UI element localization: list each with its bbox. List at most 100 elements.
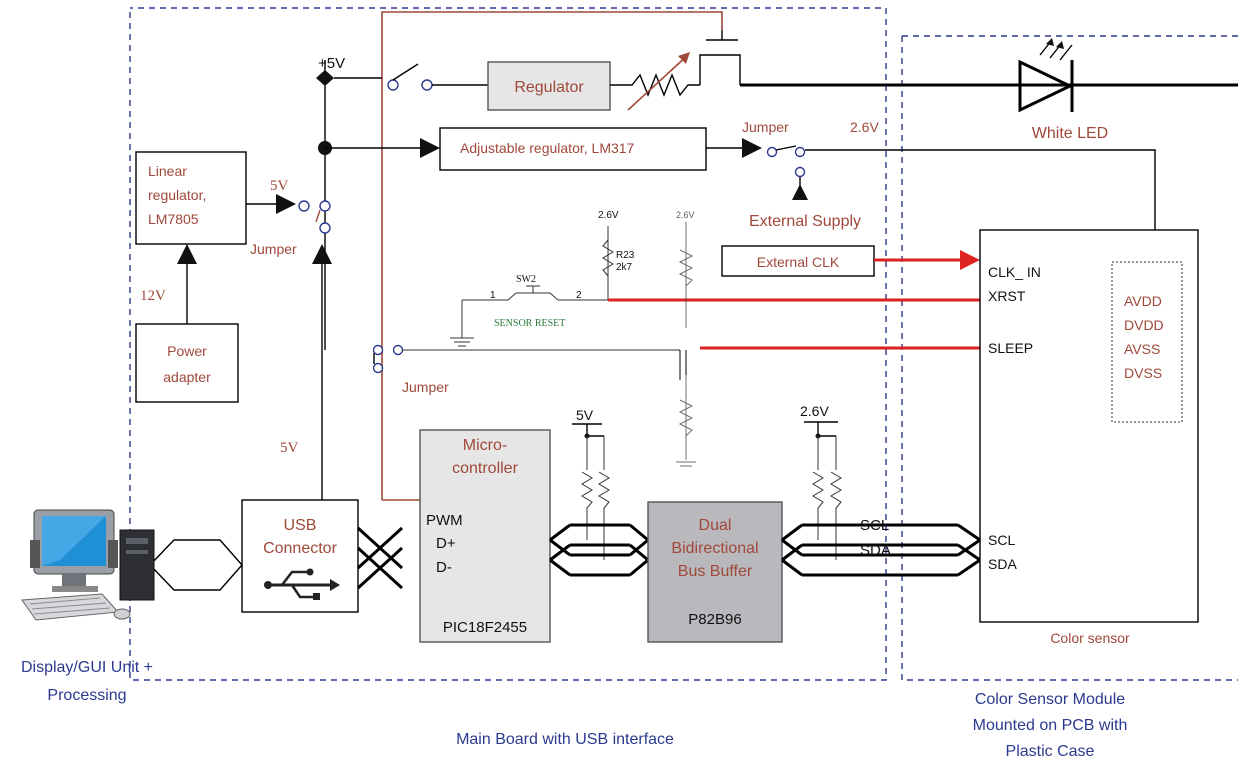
pin-dvdd: DVDD <box>1124 317 1164 333</box>
micro-label-line2: controller <box>452 460 518 477</box>
variable-resistor-arrow <box>627 54 689 111</box>
jumper2-contact-2 <box>319 200 331 212</box>
jumper-label-top: Jumper <box>742 119 789 135</box>
external-clk-label: External CLK <box>757 254 840 270</box>
variable-resistor <box>610 73 700 97</box>
pin-sda: SDA <box>988 556 1017 572</box>
power-adapter-line2: adapter <box>163 369 211 385</box>
two-six-volt-label: 2.6V <box>850 119 879 135</box>
pin-xrst: XRST <box>988 288 1026 304</box>
usb-icon <box>264 568 340 600</box>
regulator-label: Regulator <box>514 79 584 96</box>
r23-value: 2k7 <box>616 262 633 273</box>
plus-five-volt-label: +5V <box>318 55 345 72</box>
micro-pin-dminus: D- <box>436 559 452 576</box>
sensor-module-line3: Plastic Case <box>1006 743 1095 760</box>
twelve-volt-label: 12V <box>140 288 166 304</box>
pin-avss: AVSS <box>1124 341 1160 357</box>
usb-label-line1: USB <box>284 517 317 534</box>
jumper2-contact-3 <box>319 222 331 234</box>
pc-usb-bus <box>149 539 243 591</box>
display-unit-line1: Display/GUI Unit + <box>21 659 153 676</box>
sw2-label: SW2 <box>516 274 536 285</box>
sleep-jumper-1 <box>372 344 384 356</box>
twelve-volt-arrow <box>177 244 197 264</box>
adj-reg-arrow <box>420 138 440 158</box>
clk-arrow <box>960 250 980 270</box>
jumper-arrow <box>742 138 762 158</box>
variable-resistor-arrow-head <box>678 52 690 64</box>
buffer-label-line2: Bidirectional <box>671 540 758 557</box>
bus-buffer-block <box>647 501 783 643</box>
lm7805-arrow <box>276 194 296 214</box>
scl-bus-label: SCL <box>860 517 889 534</box>
usb-five-volt-arrow <box>312 244 332 264</box>
sensor-module-line2: Mounted on PCB with <box>973 717 1128 734</box>
sda-bus-label: SDA <box>860 542 891 559</box>
regulator-block <box>487 61 611 111</box>
jumper2-contact-1 <box>298 200 310 212</box>
sw2-pin2: 2 <box>576 290 582 301</box>
sensor-power-line <box>805 149 1156 240</box>
main-board-region <box>129 7 887 681</box>
jumper-label-bottom: Jumper <box>402 379 449 395</box>
switch-lever <box>392 63 419 81</box>
color-sensor-block <box>979 229 1199 623</box>
micro-part-number: PIC18F2455 <box>443 619 527 636</box>
external-supply-label: External Supply <box>749 213 861 230</box>
external-clk-block <box>721 245 875 277</box>
color-sensor-label: Color sensor <box>1050 630 1130 646</box>
linear-regulator-line3: LM7805 <box>148 211 199 227</box>
power-adapter-block <box>135 323 239 403</box>
pwm-control-line <box>381 11 723 500</box>
linear-regulator-block <box>135 151 247 245</box>
sensor-reset-label: SENSOR RESET <box>494 318 565 329</box>
reset-ground <box>450 300 474 347</box>
pin-avdd: AVDD <box>1124 293 1162 309</box>
linear-regulator-line1: Linear <box>148 163 187 179</box>
jumper-label-left: Jumper <box>250 241 297 257</box>
display-unit-line2: Processing <box>47 687 126 704</box>
switch-contact-1 <box>387 79 399 91</box>
jumper-contact-3 <box>794 166 806 178</box>
sleep-jumper-2 <box>392 344 404 356</box>
two-six-volt-small: 2.6V <box>598 210 619 221</box>
pin-sleep: SLEEP <box>988 340 1033 356</box>
power-adapter-line1: Power <box>167 343 207 359</box>
micro-pin-dplus: D+ <box>436 535 456 552</box>
buffer-sensor-bus <box>781 523 981 577</box>
pullup-resistor-scl-sensor <box>812 436 824 540</box>
micro-label-line1: Micro- <box>463 437 507 454</box>
five-volt-label-c: 5V <box>576 407 594 423</box>
pin-scl: SCL <box>988 532 1015 548</box>
two-six-volt-label-b: 2.6V <box>800 403 829 419</box>
sleep-jumper-3 <box>372 362 384 374</box>
usb-micro-bus-bottom <box>356 546 404 590</box>
five-volt-label-b: 5V <box>280 440 299 456</box>
computer-icon <box>21 509 155 621</box>
r23-label: R23 <box>616 250 635 261</box>
jumper-contact-1 <box>766 146 778 158</box>
plus5v-node <box>316 70 334 86</box>
pullup-26v-rail <box>804 421 838 437</box>
white-led-label: White LED <box>1032 125 1108 142</box>
sw2-switch <box>507 285 559 301</box>
buffer-label-line3: Bus Buffer <box>678 563 753 580</box>
jumper-contact-2 <box>794 146 806 158</box>
mosfet-symbol <box>699 30 741 85</box>
pin-dvss: DVSS <box>1124 365 1162 381</box>
jumper-link <box>775 145 797 151</box>
microcontroller-block <box>419 429 551 643</box>
five-volt-label-a: 5V <box>270 178 289 194</box>
jumper2-link <box>315 209 321 223</box>
pullup-resistor-sda-main <box>598 436 610 560</box>
pullup-resistor-sda-sensor <box>830 436 842 560</box>
sensor-module-line1: Color Sensor Module <box>975 691 1125 708</box>
micro-buffer-bus <box>549 523 649 577</box>
micro-pin-pwm: PWM <box>426 512 463 529</box>
usb-label-line2: Connector <box>263 540 337 557</box>
r23-resistor <box>602 239 614 277</box>
switch-contact-2 <box>421 79 433 91</box>
usb-micro-bus-top <box>356 526 404 570</box>
